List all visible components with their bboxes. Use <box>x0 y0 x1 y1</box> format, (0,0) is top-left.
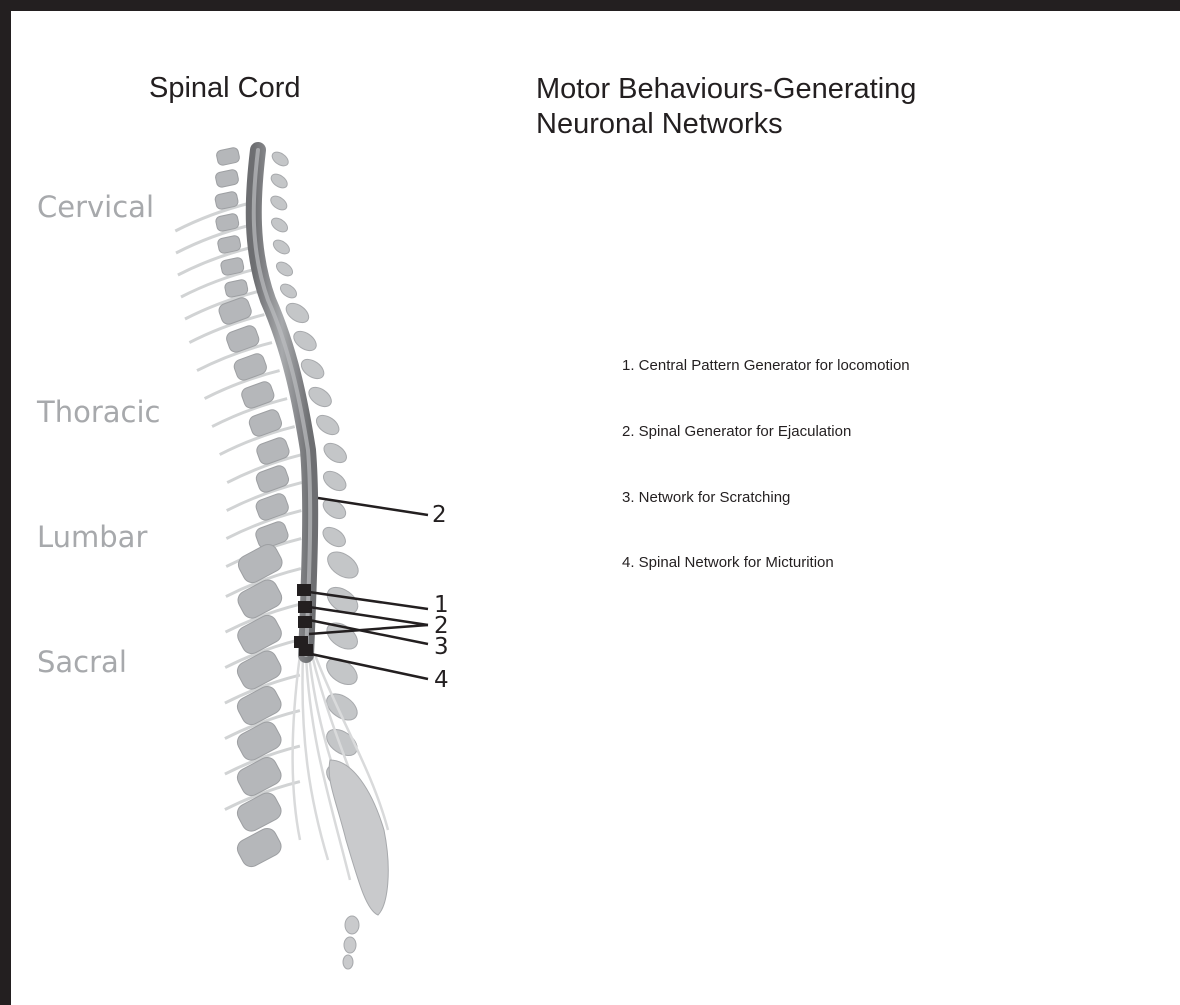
callout-3: 3 <box>434 634 449 660</box>
spinous-process <box>305 383 334 410</box>
spinous-process <box>271 237 292 256</box>
vertebral-body <box>234 648 284 693</box>
vertebral-body <box>216 147 241 166</box>
legend-item-3: 3. Network for Scratching <box>622 489 790 506</box>
marker-5 <box>299 644 313 656</box>
spinal-cord-title: Spinal Cord <box>149 72 301 105</box>
region-label-lumbar: Lumbar <box>37 520 147 554</box>
region-label-cervical: Cervical <box>37 190 154 224</box>
spinous-process <box>269 171 290 190</box>
vertebral-body <box>234 612 284 657</box>
callout-4: 4 <box>434 667 449 693</box>
spinous-process <box>322 724 362 761</box>
marker-1 <box>297 584 311 596</box>
spinous-process <box>319 523 348 550</box>
vertebral-body <box>215 169 240 188</box>
spinous-process <box>320 467 349 494</box>
callout-2-upper: 2 <box>432 502 447 528</box>
spinous-process <box>320 439 349 466</box>
leader-1 <box>309 592 428 609</box>
legend-item-4: 4. Spinal Network for Micturition <box>622 554 834 571</box>
legend-item-2: 2. Spinal Generator for Ejaculation <box>622 423 851 440</box>
legend-item-1: 1. Central Pattern Generator for locomot… <box>622 357 910 374</box>
spinous-process <box>323 547 363 584</box>
vertebral-body <box>225 324 261 354</box>
vertebral-body <box>234 683 284 728</box>
spinous-process <box>269 215 290 234</box>
spinous-process <box>270 149 291 168</box>
vertebral-body <box>235 577 285 622</box>
sacrum <box>329 760 388 969</box>
vertebral-body <box>234 825 284 870</box>
spinous-process <box>268 193 289 212</box>
vertebral-body <box>234 754 284 799</box>
leader-lines <box>309 498 428 679</box>
vertebral-body <box>235 541 285 586</box>
vertebral-body <box>240 380 276 410</box>
region-label-thoracic: Thoracic <box>37 395 160 429</box>
networks-title-line-1: Motor Behaviours-Generating <box>536 72 1096 107</box>
spinous-process <box>313 411 342 438</box>
networks-title-line-2: Neuronal Networks <box>536 107 1096 142</box>
vertebral-body <box>234 790 284 835</box>
vertebral-body <box>234 719 284 764</box>
leader-2a <box>309 607 428 625</box>
networks-title: Motor Behaviours-Generating Neuronal Net… <box>536 72 1096 142</box>
region-label-sacral: Sacral <box>37 645 127 679</box>
spinous-process <box>278 281 299 300</box>
vertebral-body <box>255 436 291 466</box>
spinous-process <box>283 299 312 326</box>
vertebral-body <box>217 296 253 326</box>
vertebral-body <box>232 352 268 382</box>
marker-3 <box>298 616 312 628</box>
spinous-process <box>274 259 295 278</box>
vertebral-body <box>247 408 283 438</box>
